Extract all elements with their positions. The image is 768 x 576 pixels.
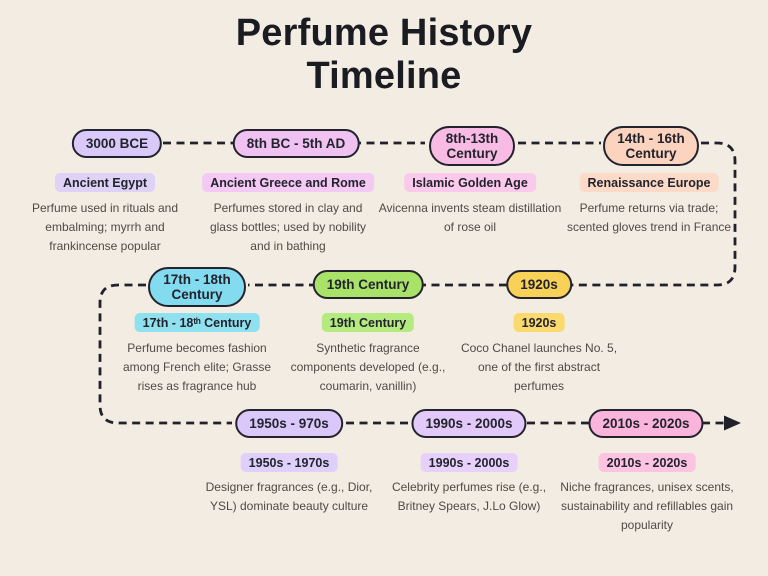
description-ancient-greece-rome: Perfumes stored in clay and glass bottle… (209, 201, 367, 253)
description-1990s-2000s: Celebrity perfumes rise (e.g., Britney S… (391, 480, 547, 513)
node-19th-century: 19th Century (312, 270, 424, 299)
description-2010s-2020s: Niche fragrances, unisex scents, sustain… (560, 480, 734, 532)
node-1950s-1970s: 1950s - 970s (235, 409, 343, 438)
node-1990s-2000s: 1990s - 2000s (411, 409, 527, 438)
description-renaissance-europe: Perfume returns via trade; scented glove… (566, 201, 732, 234)
badge-1990s-2000s: 1990s - 2000s (420, 453, 518, 472)
badge-1920s: 1920s (513, 313, 565, 332)
node-17th-18th-century: 17th - 18th Century (148, 267, 246, 308)
node-8th-bc-5th-ad: 8th BC - 5th AD (232, 129, 360, 158)
description-islamic-golden-age: Avicenna invents steam distillation of r… (378, 201, 562, 234)
node-3000-bce: 3000 BCE (71, 129, 163, 158)
description-1920s: Coco Chanel launches No. 5, one of the f… (460, 341, 618, 393)
badge-2010s-2020s: 2010s - 2020s (598, 453, 696, 472)
arrowhead-icon (724, 415, 741, 431)
node-8th-13th-century: 8th-13th Century (429, 126, 515, 167)
page-title: Perfume History Timeline (235, 12, 533, 97)
badge-islamic-golden-age: Islamic Golden Age (404, 173, 536, 192)
node-2010s-2020s: 2010s - 2020s (588, 409, 704, 438)
description-1950s-1970s: Designer fragrances (e.g., Dior, YSL) do… (205, 480, 373, 513)
badge-1950s-1970s: 1950s - 1970s (240, 453, 338, 472)
badge-ancient-egypt: Ancient Egypt (54, 173, 156, 192)
description-19th-century: Synthetic fragrance components developed… (290, 341, 446, 393)
node-14th-16th-century: 14th - 16th Century (603, 126, 699, 167)
badge-ancient-greece-rome: Ancient Greece and Rome (202, 173, 374, 192)
badge-19th-century: 19th Century (321, 313, 415, 332)
badge-17th-18th-century: 17th - 18ᵗʰ Century (134, 313, 260, 332)
node-1920s: 1920s (506, 270, 572, 299)
description-ancient-egypt: Perfume used in rituals and embalming; m… (31, 201, 179, 253)
badge-renaissance-europe: Renaissance Europe (579, 173, 719, 192)
description-17th-18th-century: Perfume becomes fashion among French eli… (122, 341, 272, 393)
